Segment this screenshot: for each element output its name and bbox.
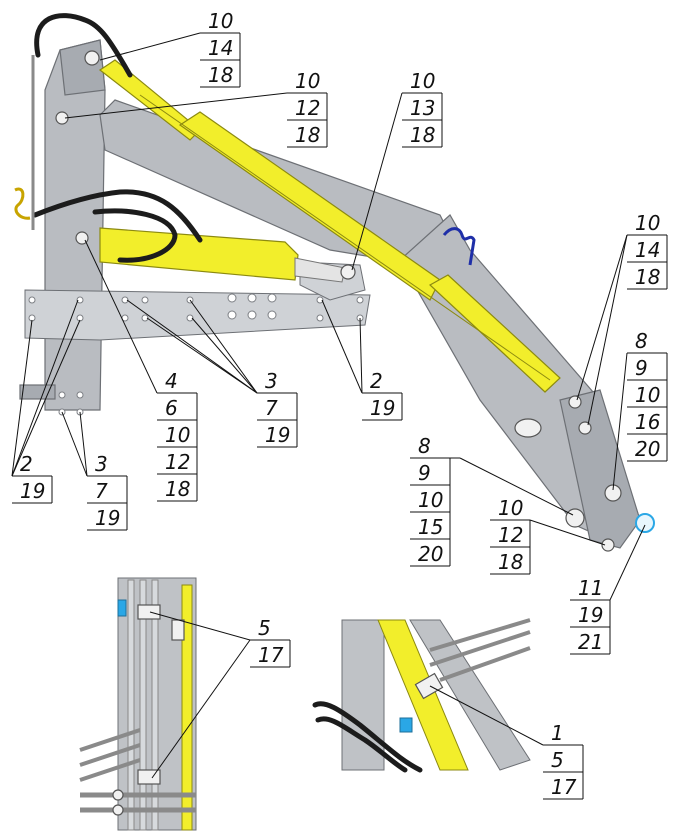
detail-right-hose <box>312 701 423 773</box>
callout-c1: 10 14 18 <box>200 9 241 88</box>
callout-c14: 517 <box>250 616 291 668</box>
callout-number: 2 <box>370 369 383 393</box>
detail-right-pipes <box>429 618 531 682</box>
callout-number: 18 <box>498 550 523 574</box>
callout-c12: 10 12 18 <box>490 496 531 575</box>
callout-number: 18 <box>208 63 233 87</box>
callout-number: 10 <box>208 9 233 33</box>
callout-number: 8 <box>635 329 648 353</box>
callout-number: 18 <box>165 477 190 501</box>
detail-left-clamp-bottom <box>137 769 161 785</box>
callout-number: 17 <box>258 643 284 667</box>
callout-number: 10 <box>418 488 443 512</box>
hose-fitting <box>14 187 31 220</box>
callout-number: 18 <box>635 265 660 289</box>
crossbeam-holes <box>28 293 364 416</box>
callout-number: 19 <box>578 603 603 627</box>
callout-number: 21 <box>578 630 603 654</box>
callout-number: 7 <box>265 396 278 420</box>
callout-c10: 3 7 19 <box>87 452 128 531</box>
callout-number: 12 <box>295 96 320 120</box>
detail-left-pipes <box>79 728 141 782</box>
callout-number: 10 <box>165 423 190 447</box>
callout-number: 10 <box>635 211 660 235</box>
callout-number: 19 <box>20 479 45 503</box>
callout-number: 6 <box>165 396 178 420</box>
callout-number: 20 <box>418 542 443 566</box>
callout-number: 7 <box>95 479 108 503</box>
mast-top-plate <box>59 39 106 96</box>
callout-number: 15 <box>418 515 443 539</box>
detail-left-cylinder <box>181 584 193 831</box>
callout-number: 1 <box>551 721 564 745</box>
boom-cylinder <box>98 59 561 393</box>
mast-side-stub <box>19 384 56 400</box>
hose-lower <box>92 208 178 263</box>
hose-top <box>34 13 133 78</box>
detail-view-left <box>79 577 197 831</box>
u-bolt <box>442 227 476 266</box>
callout-c3: 10 13 18 <box>402 69 443 148</box>
detail-right-clamp <box>414 672 444 700</box>
callout-number: 16 <box>635 410 660 434</box>
callout-c7: 3 7 19 <box>257 369 298 448</box>
main-assembly <box>14 13 655 552</box>
callout-number: 3 <box>95 452 108 476</box>
leader-lines <box>11 32 667 779</box>
hose-mid <box>32 189 203 243</box>
callout-number: 19 <box>95 506 120 530</box>
pin-arm-lower <box>565 508 585 528</box>
callout-number: 17 <box>551 775 577 799</box>
callout-number: 14 <box>208 36 233 60</box>
arm-cutout <box>514 418 542 438</box>
highlight-pin <box>635 513 655 533</box>
callout-number: 12 <box>498 523 523 547</box>
callout-number: 18 <box>295 123 320 147</box>
callout-number: 10 <box>295 69 320 93</box>
callout-number: 14 <box>635 238 660 262</box>
callout-number: 5 <box>258 616 271 640</box>
callout-number: 10 <box>410 69 435 93</box>
callout-number: 19 <box>370 396 395 420</box>
callout-number: 8 <box>418 434 431 458</box>
pin-arm-mid <box>578 421 592 435</box>
callout-number: 10 <box>498 496 523 520</box>
callout-number: 9 <box>635 356 648 380</box>
callout-c8: 219 <box>362 369 403 421</box>
callout-number: 11 <box>578 576 603 600</box>
callout-number: 20 <box>635 437 660 461</box>
pin-arm-right <box>604 484 622 502</box>
callout-number: 5 <box>551 748 564 772</box>
callout-c4: 10 14 18 <box>627 211 668 290</box>
callout-c11: 8 9 10 15 20 <box>410 434 451 567</box>
callout-number: 19 <box>265 423 290 447</box>
horizontal-crossbeam <box>24 289 371 341</box>
callout-number: 12 <box>165 450 190 474</box>
callout-number: 13 <box>410 96 435 120</box>
callout-number: 3 <box>265 369 278 393</box>
callout-c13: 11 19 21 <box>570 576 611 655</box>
pin-link <box>340 264 356 280</box>
lift-cylinder <box>99 227 346 283</box>
callout-c6: 4 6 10 12 18 <box>157 369 198 502</box>
vertical-mast <box>44 39 106 411</box>
callout-number: 2 <box>20 452 33 476</box>
callout-c9: 219 <box>12 452 53 504</box>
pin-arm-upper <box>568 395 582 409</box>
callout-c5: 8 9 10 16 20 <box>627 329 668 462</box>
callout-number: 10 <box>635 383 660 407</box>
detail-left-clamp-top <box>137 604 161 620</box>
callout-number: 9 <box>418 461 431 485</box>
callout-c2: 10 12 18 <box>287 69 328 148</box>
pin-arm-bottom <box>601 538 615 552</box>
detail-view-right <box>312 618 532 773</box>
callout-number: 4 <box>165 369 178 393</box>
callout-number: 18 <box>410 123 435 147</box>
pin-top <box>84 50 100 66</box>
